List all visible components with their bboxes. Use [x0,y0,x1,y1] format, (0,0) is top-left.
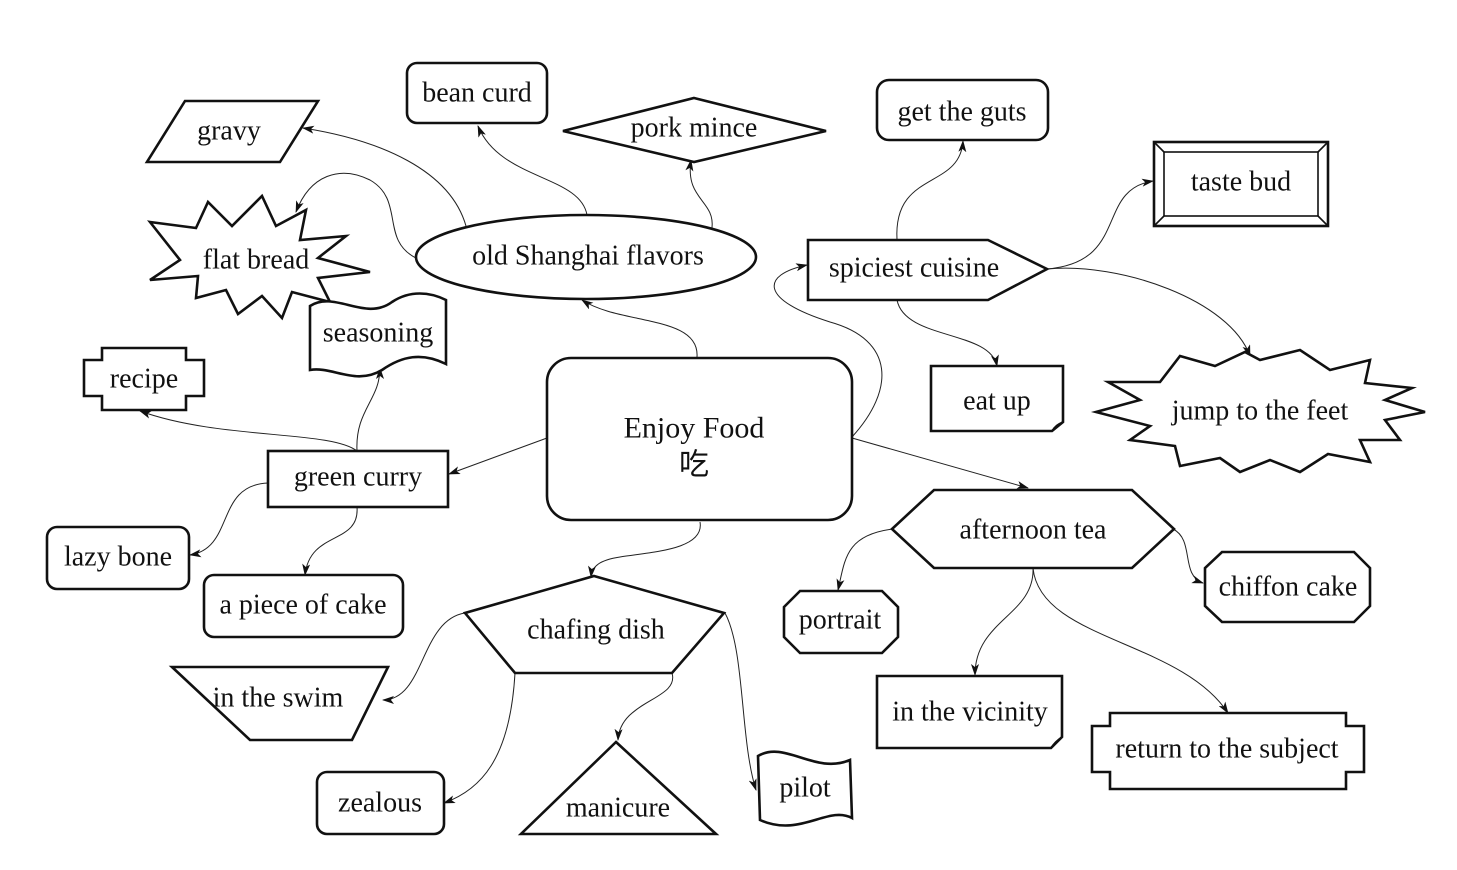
node-manicure[interactable]: manicure [517,740,720,836]
edge-tea-chiffon [1172,528,1204,584]
node-chiffon-cake-label: chiffon cake [1219,572,1358,603]
edge-chafing-pilot [724,612,757,791]
node-return-to-the-subject-label: return to the subject [1115,734,1338,765]
edge-tea-portrait [836,528,894,591]
edge-green-seasoning [356,367,384,452]
edge-tea-vicinity [971,567,1034,676]
node-jump-to-the-feet[interactable]: jump to the feet [1090,348,1426,474]
node-spiciest-cuisine-label: spiciest cuisine [829,253,999,284]
node-recipe-label: recipe [110,364,178,395]
center-node[interactable]: Enjoy Food 吃 [545,356,854,522]
edge-center-chafing [588,521,701,578]
node-a-piece-of-cake[interactable]: a piece of cake [202,573,405,639]
edge-shanghai-beancurd [477,125,588,216]
node-chafing-dish-label: chafing dish [527,615,665,646]
node-lazy-bone[interactable]: lazy bone [45,525,191,591]
node-zealous-label: zealous [338,788,422,819]
node-spiciest-cuisine[interactable]: spiciest cuisine [806,238,1050,302]
edge-green-recipe [139,410,358,452]
node-afternoon-tea[interactable]: afternoon tea [890,488,1176,570]
edge-spiciest-jump [1046,267,1251,357]
node-manicure-label: manicure [566,793,670,824]
edge-green-lazybone [189,482,269,558]
edge-center-old-shanghai [581,299,698,358]
edge-center-spiciest [773,263,883,438]
node-get-the-guts-label: get the guts [897,97,1026,128]
node-get-the-guts[interactable]: get the guts [875,78,1050,142]
edge-chafing-zealous [443,672,516,804]
node-in-the-vicinity[interactable]: in the vicinity [875,674,1064,750]
edge-shanghai-gravy [302,125,467,227]
node-green-curry-label: green curry [294,462,422,493]
edge-chafing-swim [382,612,466,704]
node-taste-bud[interactable]: taste bud [1152,140,1330,228]
edge-spiciest-eatup [896,299,999,367]
edge-spiciest-tastebud [1046,178,1154,270]
node-bean-curd[interactable]: bean curd [405,61,549,125]
node-seasoning[interactable]: seasoning [308,292,448,378]
node-eat-up[interactable]: eat up [929,364,1065,433]
node-pilot[interactable]: pilot [756,750,854,827]
node-bean-curd-label: bean curd [422,78,532,109]
edge-spiciest-guts [896,140,967,241]
node-zealous[interactable]: zealous [315,770,446,836]
node-chafing-dish[interactable]: chafing dish [462,574,727,675]
node-portrait-label: portrait [799,605,882,636]
node-taste-bud-label: taste bud [1191,167,1291,198]
node-in-the-swim[interactable]: in the swim [168,665,391,742]
node-in-the-vicinity-label: in the vicinity [892,697,1048,728]
edge-center-green-curry [448,437,548,475]
node-lazy-bone-label: lazy bone [64,542,172,573]
node-flat-bread[interactable]: flat bread [146,193,371,321]
connectors [139,125,1251,804]
node-pilot-label: pilot [779,773,831,804]
edge-shanghai-flatbread [295,172,417,259]
node-pork-mince-label: pork mince [631,113,758,144]
center-subtitle: 吃 [679,449,709,482]
node-recipe[interactable]: recipe [82,346,206,412]
center-title: Enjoy Food [624,412,765,445]
node-green-curry[interactable]: green curry [266,449,450,509]
node-old-shanghai-label: old Shanghai flavors [472,241,704,272]
node-a-piece-of-cake-label: a piece of cake [219,590,386,621]
edge-chafing-manicure [614,672,674,741]
node-flat-bread-label: flat bread [203,245,310,276]
node-jump-to-the-feet-label: jump to the feet [1171,396,1349,427]
node-pork-mince[interactable]: pork mince [562,96,827,164]
edge-center-afternoon-tea [851,437,1029,489]
node-afternoon-tea-label: afternoon tea [960,515,1107,546]
node-seasoning-label: seasoning [323,318,433,349]
edge-shanghai-porkmince [685,159,713,229]
node-portrait[interactable]: portrait [782,589,900,655]
node-in-the-swim-label: in the swim [213,683,344,714]
node-old-shanghai[interactable]: old Shanghai flavors [414,213,758,301]
edge-green-cake [302,506,358,576]
node-gravy-label: gravy [197,116,261,147]
node-return-to-the-subject[interactable]: return to the subject [1090,711,1366,791]
node-eat-up-label: eat up [963,386,1031,417]
edge-tea-return [1032,567,1229,714]
node-chiffon-cake[interactable]: chiffon cake [1203,550,1372,624]
node-gravy[interactable]: gravy [144,99,321,164]
